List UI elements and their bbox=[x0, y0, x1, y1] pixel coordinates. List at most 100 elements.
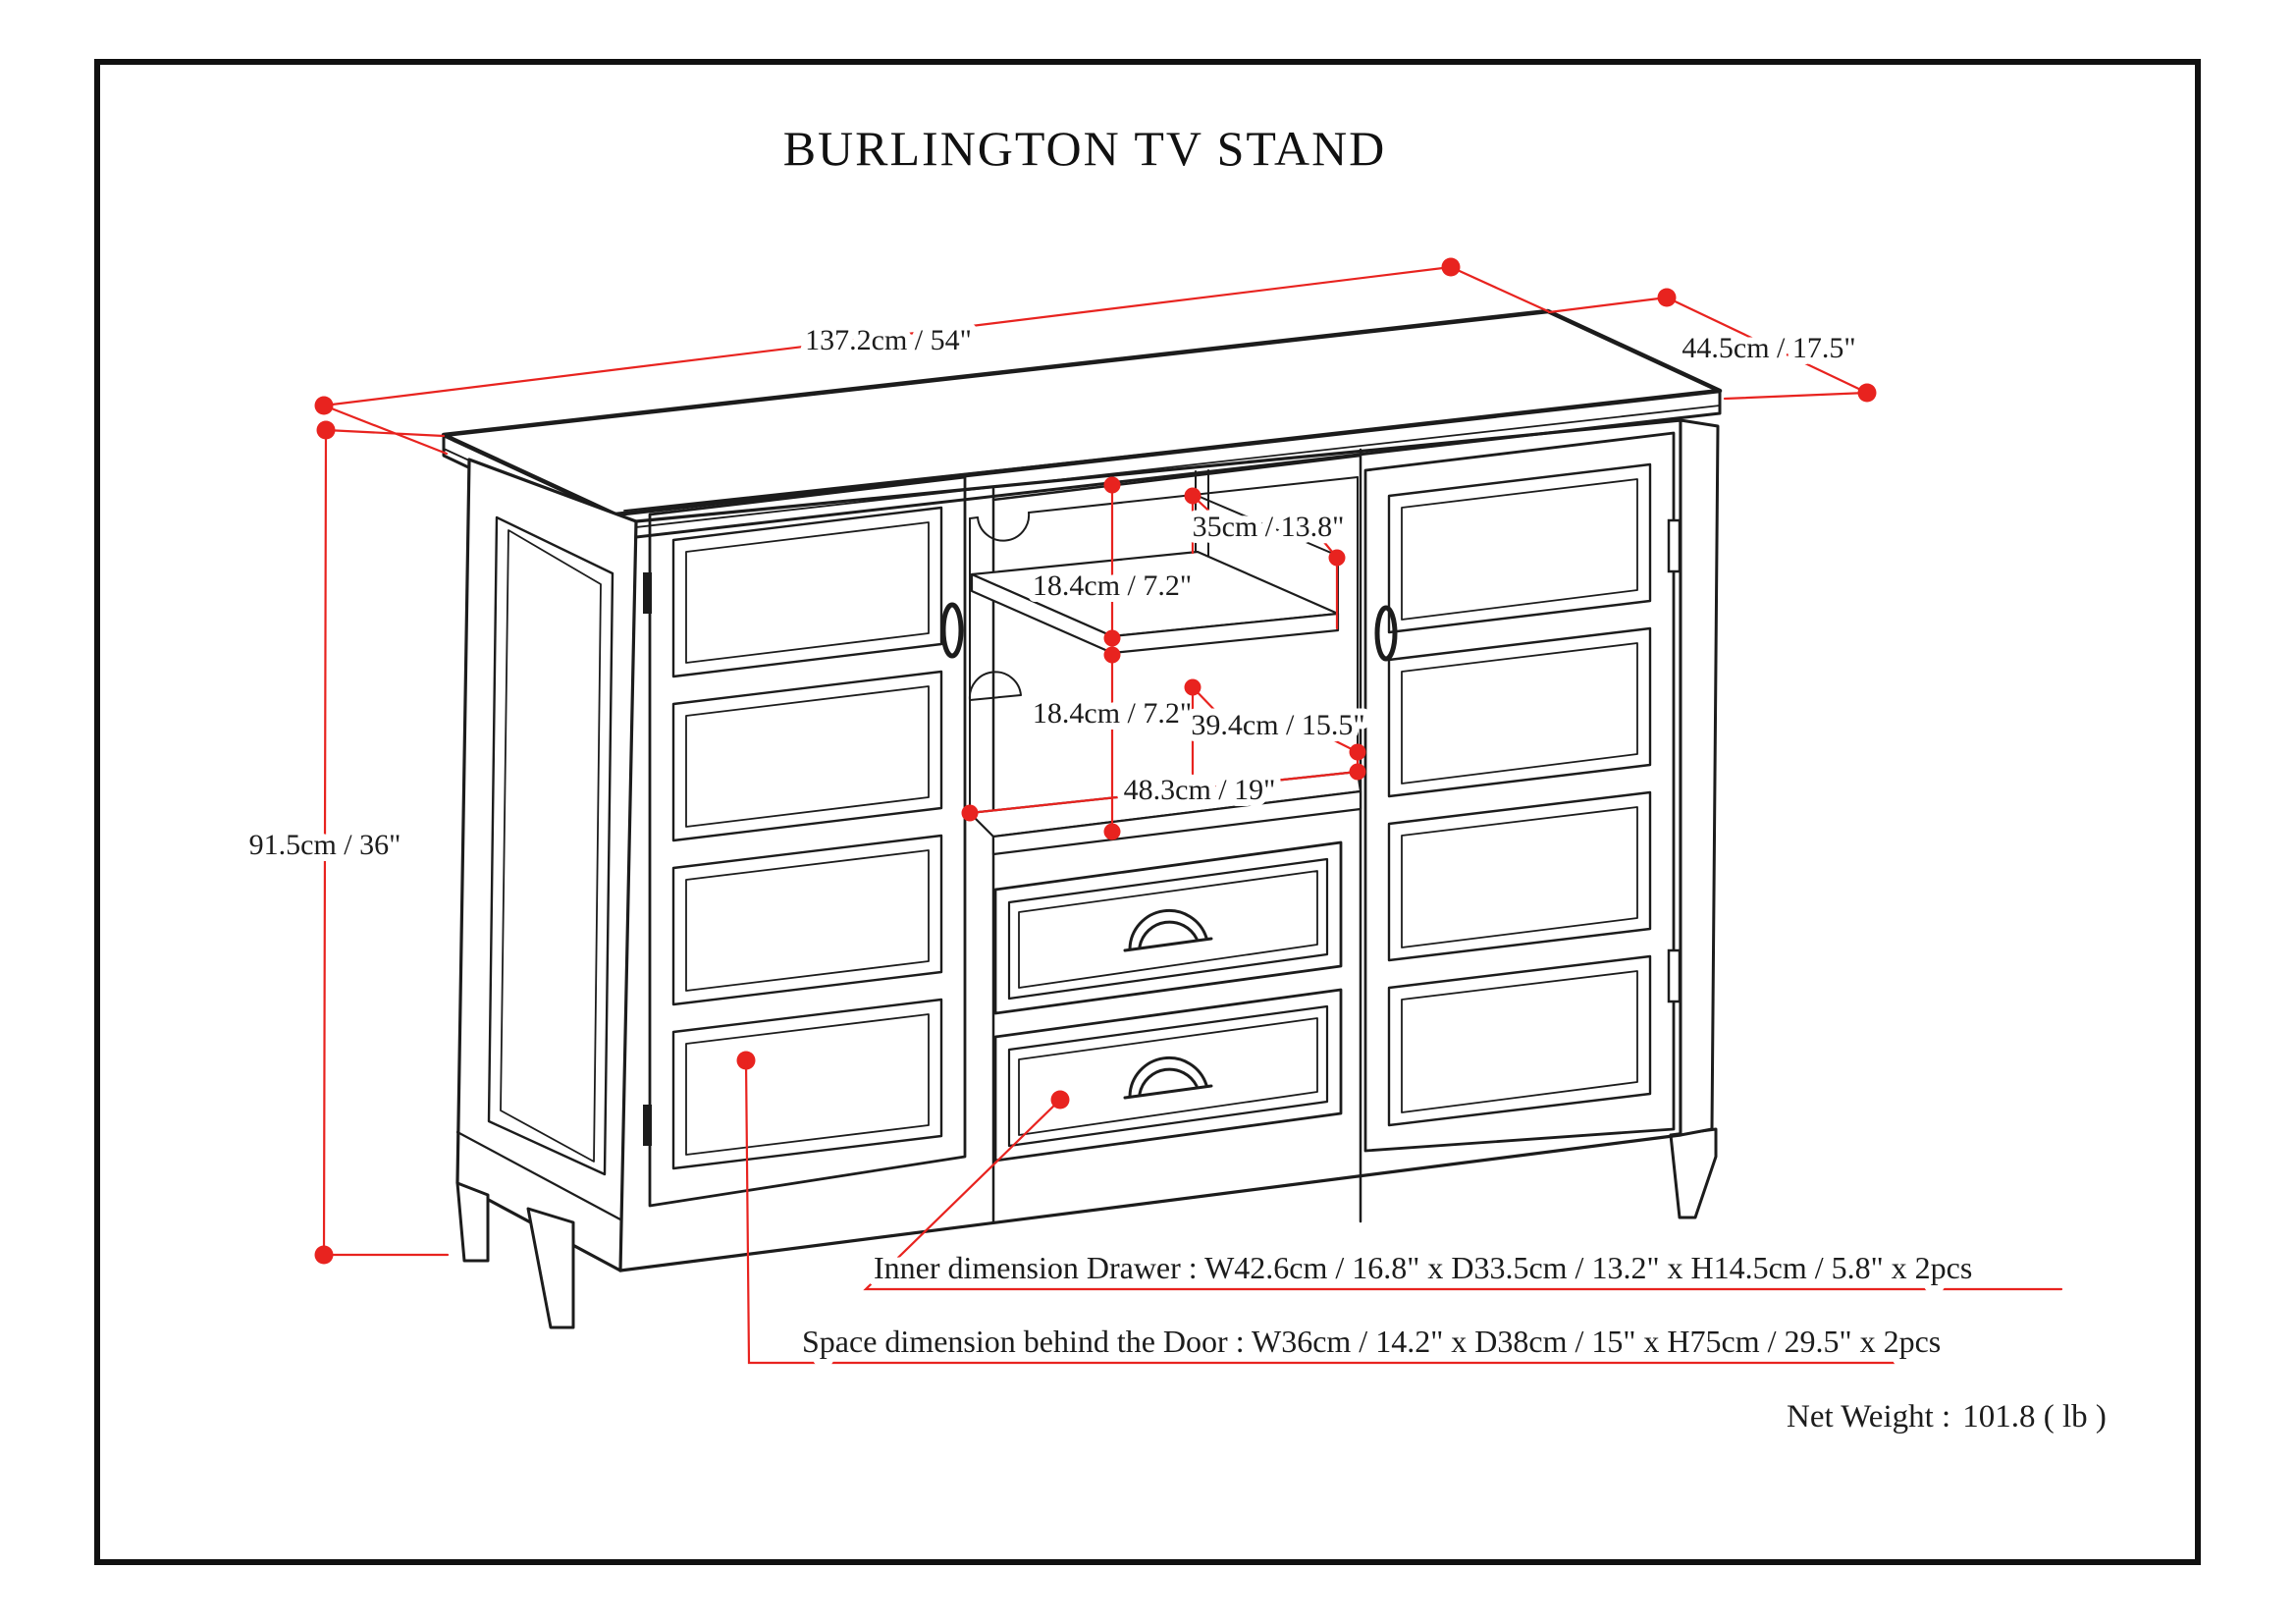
page-title: BURLINGTON TV STAND bbox=[783, 121, 1387, 176]
dim-overall-height: 91.5cm / 36" bbox=[242, 420, 450, 1265]
dim-endpoint bbox=[1103, 476, 1121, 494]
left-door bbox=[643, 475, 967, 1208]
dim-line bbox=[322, 428, 450, 1257]
drawer-inner-line bbox=[1018, 870, 1318, 989]
door-panel-bevel bbox=[685, 849, 930, 992]
dim-top-opening-width: 35cm / 13.8" bbox=[1184, 487, 1351, 630]
door-panel bbox=[671, 670, 943, 842]
dim-endpoint bbox=[1103, 629, 1121, 647]
door-space-note-text: Space dimension behind the Door : W36cm … bbox=[802, 1324, 1941, 1359]
front-right-leg bbox=[1669, 1127, 1718, 1219]
dim-overall-depth: 44.5cm / 17.5" bbox=[1547, 288, 1877, 403]
note-leader bbox=[744, 1058, 1906, 1365]
drawer-bevel bbox=[1007, 1004, 1329, 1148]
door-space-note: Space dimension behind the Door : W36cm … bbox=[736, 1051, 1948, 1366]
tv-stand-drawing bbox=[441, 308, 1723, 1329]
door-panel bbox=[671, 998, 943, 1170]
dim-overall-depth-label: 44.5cm / 17.5" bbox=[1682, 332, 1855, 364]
door-panel-bevel bbox=[685, 685, 930, 828]
left-side-panel-bevel bbox=[500, 529, 602, 1163]
door-panel-bevel bbox=[1401, 642, 1638, 785]
door-panel bbox=[671, 834, 943, 1006]
drawer-cup-handle bbox=[1123, 908, 1213, 952]
drawer-front bbox=[993, 840, 1343, 1015]
right-side-stile bbox=[1679, 418, 1720, 1137]
drawer-inner-note-text: Inner dimension Drawer : W42.6cm / 16.8"… bbox=[874, 1250, 1972, 1285]
dimension-annotations: 137.2cm / 54" 44.5cm / 17.5" 91.5cm / 36… bbox=[242, 257, 1877, 1265]
door-panel bbox=[1387, 954, 1652, 1127]
dim-endpoint bbox=[314, 396, 334, 415]
dim-endpoint bbox=[1657, 288, 1677, 307]
compartment-opening-top bbox=[991, 454, 1362, 502]
dim-endpoint bbox=[1184, 678, 1201, 696]
drawer-inner-line bbox=[1018, 1017, 1318, 1136]
left-door-handle bbox=[940, 602, 964, 659]
dim-upper-shelf-clearance: 18.4cm / 7.2" bbox=[1026, 476, 1199, 647]
page-frame bbox=[94, 59, 2201, 1565]
tabletop-bullnose-contour bbox=[453, 392, 1713, 516]
door-panel bbox=[1387, 626, 1652, 798]
dim-upper-shelf-label: 18.4cm / 7.2" bbox=[1033, 569, 1192, 602]
dim-line bbox=[322, 265, 1550, 456]
dim-top-opening-label: 35cm / 13.8" bbox=[1193, 511, 1345, 543]
door-panel-bevel bbox=[1401, 806, 1638, 948]
dim-lower-shelf-clearance: 18.4cm / 7.2" bbox=[1026, 646, 1199, 840]
door-panel-bevel bbox=[1401, 970, 1638, 1113]
dim-media-width-label: 48.3cm / 19" bbox=[1124, 774, 1276, 806]
door-panel-bevel bbox=[685, 1013, 930, 1156]
cable-hole bbox=[968, 671, 1022, 701]
drawers bbox=[993, 840, 1343, 1163]
dim-endpoint bbox=[316, 420, 336, 440]
compartment-floor-band bbox=[991, 789, 1362, 856]
net-weight: Net Weight : 101.8 ( lb ) bbox=[1787, 1399, 2107, 1435]
right-door-handle bbox=[1374, 605, 1398, 662]
door-panel bbox=[1387, 790, 1652, 962]
dim-endpoint bbox=[1103, 646, 1121, 664]
left-door-hinge bbox=[643, 572, 652, 614]
dim-media-depth: 39.4cm / 15.5" bbox=[1184, 678, 1372, 776]
drawer-bevel bbox=[1007, 857, 1329, 1001]
door-panel-bevel bbox=[685, 521, 930, 664]
legs bbox=[455, 1127, 1718, 1329]
upper-divider bbox=[1195, 469, 1339, 629]
dim-media-depth-label: 39.4cm / 15.5" bbox=[1191, 709, 1364, 741]
dim-overall-width-label: 137.2cm / 54" bbox=[805, 324, 972, 356]
dim-endpoint bbox=[961, 804, 979, 822]
note-annotations: Inner dimension Drawer : W42.6cm / 16.8"… bbox=[736, 1051, 2107, 1435]
net-weight-label: Net Weight : bbox=[1787, 1399, 1950, 1435]
center-compartment bbox=[968, 448, 1362, 1223]
tabletop bbox=[441, 308, 1723, 541]
dim-overall-width: 137.2cm / 54" bbox=[314, 257, 1550, 456]
front-left-leg bbox=[526, 1207, 575, 1329]
dim-endpoint bbox=[314, 1245, 334, 1265]
dim-line bbox=[1547, 296, 1869, 401]
right-door-hinge bbox=[1667, 518, 1682, 573]
dim-endpoint bbox=[1184, 487, 1201, 505]
left-door-hinge bbox=[643, 1105, 652, 1146]
door-panel bbox=[671, 506, 943, 678]
cable-hole bbox=[977, 512, 1031, 542]
dim-endpoint bbox=[1441, 257, 1461, 277]
left-side-panel bbox=[455, 458, 638, 1272]
right-door-hinge bbox=[1667, 948, 1682, 1003]
door-panel bbox=[1387, 462, 1652, 634]
drawer-cup-handle bbox=[1123, 1056, 1213, 1100]
right-door-outline bbox=[1363, 431, 1676, 1153]
dim-line bbox=[1191, 494, 1339, 630]
back-left-leg bbox=[455, 1181, 490, 1263]
left-door-outline bbox=[648, 475, 967, 1208]
dim-line bbox=[968, 770, 1360, 815]
drawer-front bbox=[993, 988, 1343, 1163]
right-door bbox=[1363, 431, 1682, 1153]
dim-endpoint bbox=[1349, 743, 1366, 761]
dim-media-width: 48.3cm / 19" bbox=[961, 763, 1366, 822]
left-side-stretcher bbox=[455, 1130, 622, 1221]
drawer-inner-note: Inner dimension Drawer : W42.6cm / 16.8"… bbox=[863, 1090, 2063, 1292]
dim-endpoint bbox=[1103, 823, 1121, 840]
dim-endpoint bbox=[1328, 549, 1346, 567]
note-leader bbox=[863, 1098, 2063, 1291]
dim-endpoint bbox=[1349, 763, 1366, 781]
dim-lower-shelf-label: 18.4cm / 7.2" bbox=[1033, 697, 1192, 730]
net-weight-value: 101.8 ( lb ) bbox=[1962, 1399, 2107, 1435]
